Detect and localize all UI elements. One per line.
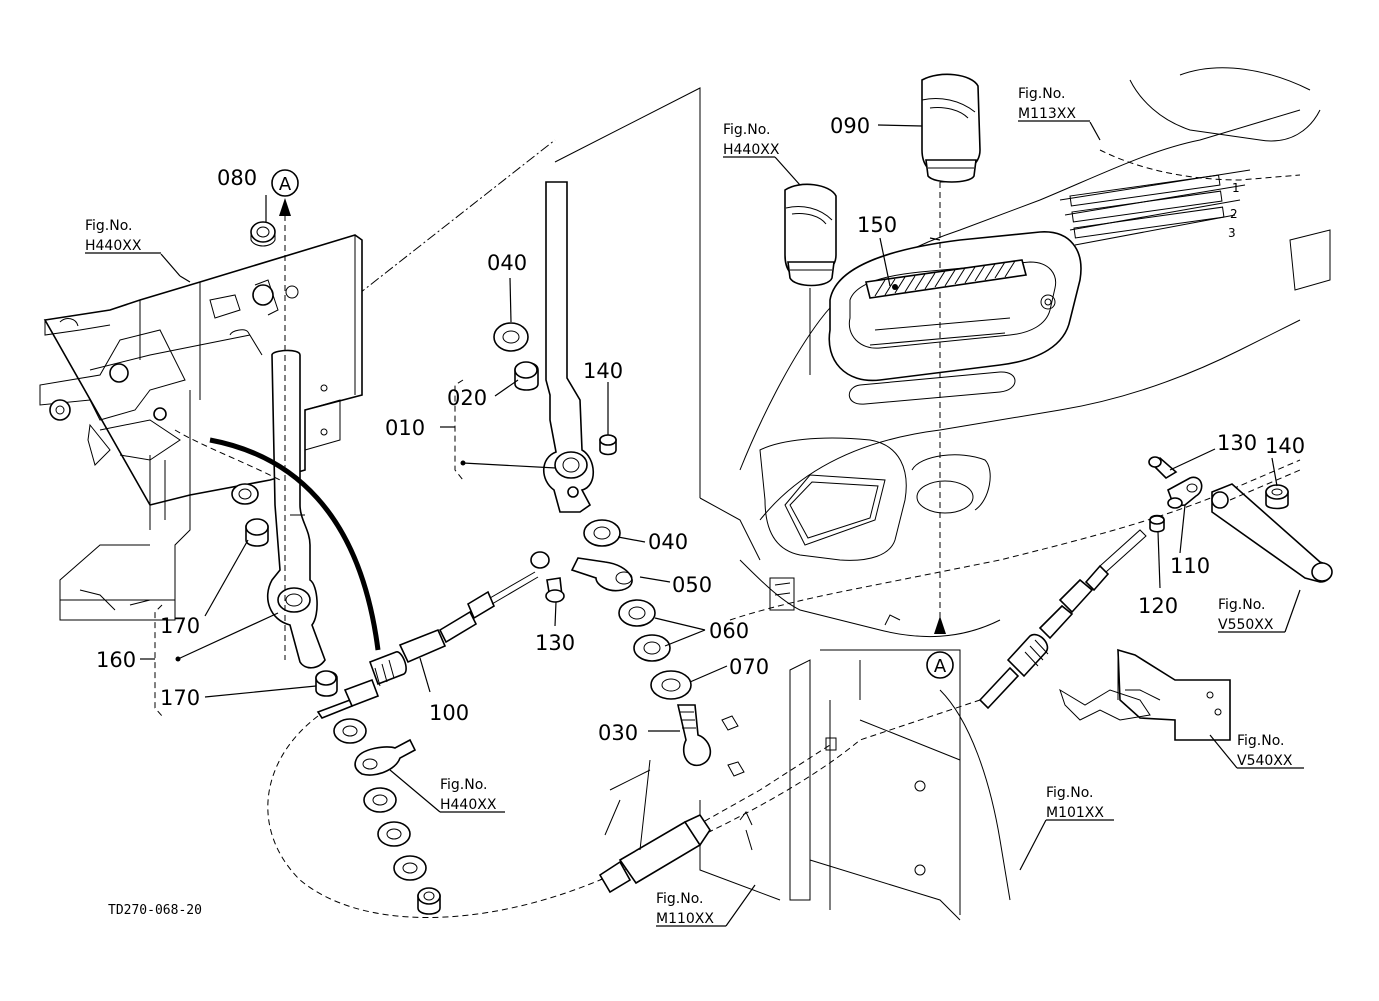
label-060: 060: [709, 619, 749, 643]
fig-ref-v550: V550XX: [1218, 617, 1274, 633]
knob-090: [921, 73, 981, 183]
washer-070: [650, 670, 692, 700]
marker-a-top: A: [279, 174, 292, 195]
panel-outline: [299, 87, 761, 561]
fig-ref-h440-left: H440XX: [85, 238, 142, 254]
group-bracket-010: [440, 379, 557, 481]
gate-plate-150: [865, 259, 1028, 299]
leader-lines: [85, 120, 1304, 927]
label-170-lower: 170: [160, 686, 200, 710]
bolt-130-mid: [530, 551, 565, 603]
arrow-a-bottom: [926, 181, 954, 679]
fig-caption-m101: Fig.No.: [1046, 785, 1094, 801]
label-020: 020: [447, 386, 487, 410]
label-170-upper: 170: [160, 614, 200, 638]
label-040-top: 040: [487, 251, 527, 275]
cable-route-dashed: [267, 699, 981, 918]
label-080: 080: [217, 166, 257, 190]
drawing-code: TD270-068-20: [108, 903, 202, 918]
nut-080: [250, 221, 276, 247]
label-040-lower: 040: [648, 530, 688, 554]
fig-caption-v550: Fig.No.: [1218, 597, 1266, 613]
label-010: 010: [385, 416, 425, 440]
washer-060: [618, 599, 671, 662]
left-frame-bracket: [39, 234, 363, 621]
cable-right: [978, 529, 1147, 710]
bolt-130-right: [1148, 456, 1178, 480]
knob-h440: [784, 183, 837, 375]
fig-caption-h440-top: Fig.No.: [723, 122, 771, 138]
label-150: 150: [857, 213, 897, 237]
fig-caption-v540: Fig.No.: [1237, 733, 1285, 749]
fig-ref-m110: M110XX: [656, 911, 714, 927]
label-050: 050: [672, 573, 712, 597]
label-160: 160: [96, 648, 136, 672]
plate-050: [570, 557, 633, 592]
leader-dashed: [174, 429, 281, 481]
washer-stack-lower-left: [333, 718, 441, 915]
gate-number-3: 3: [1228, 226, 1236, 240]
label-070: 070: [729, 655, 769, 679]
bushing-170: [231, 483, 338, 697]
label-090: 090: [830, 114, 870, 138]
label-130-mid: 130: [535, 631, 575, 655]
nut-140-right: [1265, 484, 1289, 510]
fig-ref-m101: M101XX: [1046, 805, 1104, 821]
label-140-right: 140: [1265, 434, 1305, 458]
fig-ref-v540: V540XX: [1237, 753, 1293, 769]
label-120: 120: [1138, 594, 1178, 618]
label-100: 100: [429, 701, 469, 725]
label-030: 030: [598, 721, 638, 745]
fig-ref-m113: M113XX: [1018, 106, 1076, 122]
fig-ref-h440-top: H440XX: [723, 142, 780, 158]
gate-number-2: 2: [1230, 207, 1238, 221]
arrow-a-top: [271, 169, 299, 660]
clevis-110: [1167, 476, 1203, 509]
shift-lever-left: [266, 349, 326, 669]
shift-lever-middle: [542, 181, 595, 513]
bracket-v540: [1059, 648, 1231, 741]
fig-ref-h440-bottom: H440XX: [440, 797, 497, 813]
washer-040-top: [493, 322, 529, 352]
label-130-right: 130: [1217, 431, 1257, 455]
nut-140-mid: [599, 434, 617, 456]
label-140-mid: 140: [583, 359, 623, 383]
group-bracket-160: [140, 604, 279, 717]
fig-caption-h440-bottom: Fig.No.: [440, 777, 488, 793]
connecting-cable-left: [209, 437, 381, 651]
fig-caption-m110: Fig.No.: [656, 891, 704, 907]
marker-a-bottom: A: [934, 656, 947, 677]
label-110: 110: [1170, 554, 1210, 578]
gate-number-1: 1: [1232, 181, 1240, 195]
cable-100: [316, 571, 539, 719]
fig-caption-h440-left: Fig.No.: [85, 218, 133, 234]
cable-sleeve: [598, 759, 753, 894]
bushing-020: [514, 361, 539, 391]
nut-120: [1149, 514, 1165, 533]
arm-v550: [1211, 469, 1333, 583]
pin-030: [676, 704, 745, 777]
washer-040-lower: [583, 519, 621, 547]
fig-caption-m113: Fig.No.: [1018, 86, 1066, 102]
